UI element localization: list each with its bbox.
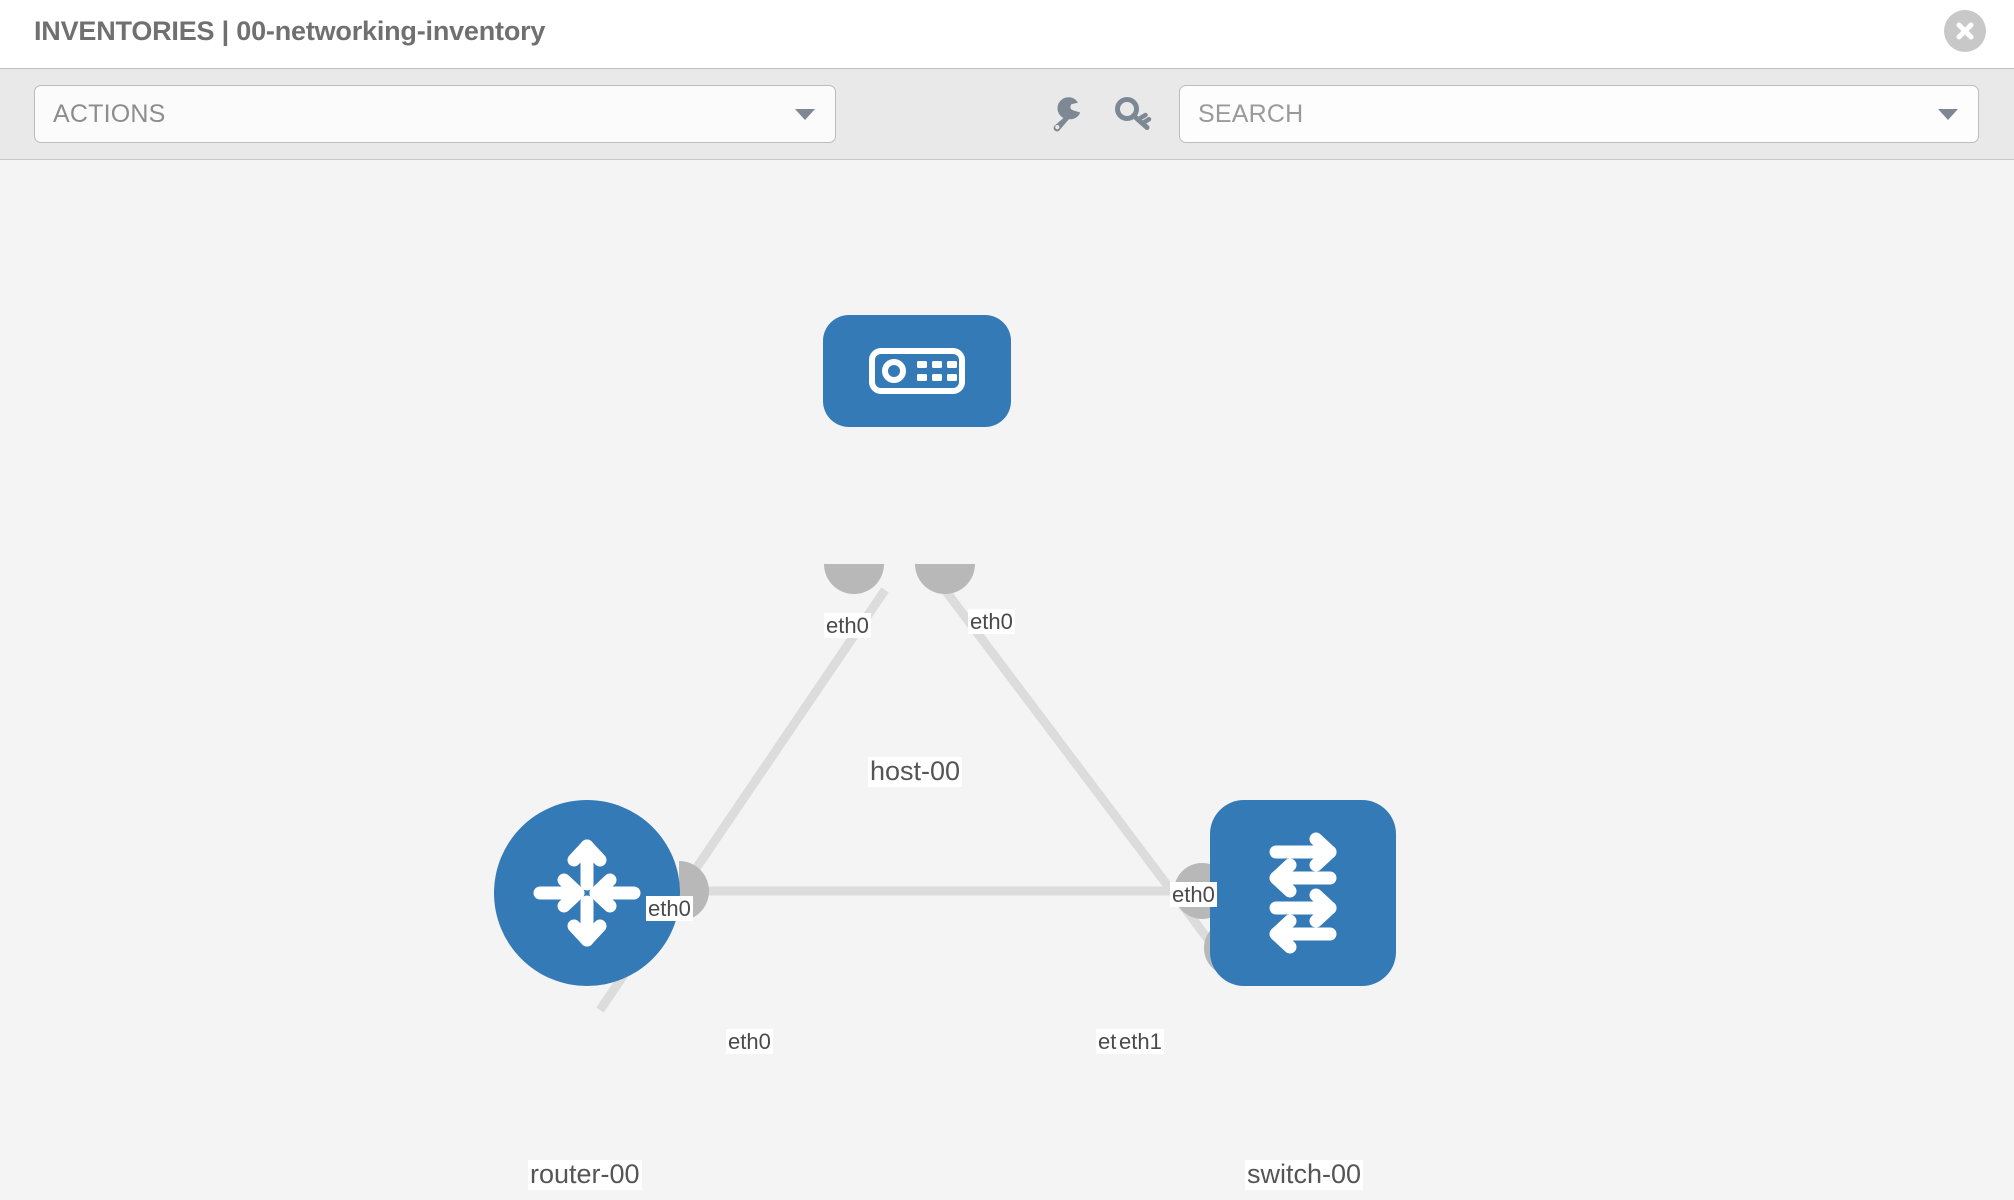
- node-host-00[interactable]: [823, 315, 1011, 427]
- router-arrows-icon: [533, 839, 641, 947]
- if-label-router00-up: eth0: [646, 896, 693, 922]
- search-placeholder: SEARCH: [1198, 100, 1304, 128]
- if-label-router00-right: eth0: [726, 1029, 773, 1055]
- actions-dropdown-label: ACTIONS: [53, 100, 166, 128]
- server-icon: [869, 348, 965, 394]
- if-label-host00-left: eth0: [824, 613, 871, 639]
- wrench-glyph: [1053, 97, 1081, 132]
- if-label-host00-right: eth0: [968, 609, 1015, 635]
- node-label-switch-00: switch-00: [1245, 1159, 1364, 1190]
- switch-00-shape: [1210, 800, 1396, 986]
- if-label-switch00-left-b: eth1: [1117, 1029, 1164, 1055]
- page-title: INVENTORIES | 00-networking-inventory: [34, 16, 546, 46]
- node-label-router-00: router-00: [528, 1159, 642, 1190]
- host-00-shape: [823, 315, 1011, 427]
- chevron-down-icon[interactable]: [1938, 109, 1958, 120]
- port-host00-left: [824, 564, 884, 594]
- port-host00-right: [915, 564, 975, 594]
- actions-dropdown[interactable]: ACTIONS: [34, 85, 836, 143]
- edge-host00-switch00: [941, 587, 1239, 978]
- chevron-down-icon: [795, 109, 815, 120]
- key-icon[interactable]: [1110, 91, 1156, 137]
- topology-canvas[interactable]: host-00: [0, 160, 2014, 1200]
- router-00-shape: [494, 800, 680, 986]
- toolbar: ACTIONS SEARCH: [0, 68, 2014, 160]
- page-header: INVENTORIES | 00-networking-inventory: [0, 0, 2014, 68]
- key-glyph: [1115, 97, 1152, 130]
- search-input[interactable]: SEARCH: [1179, 85, 1979, 143]
- node-switch-00[interactable]: [1210, 800, 1396, 986]
- close-button[interactable]: [1944, 10, 1986, 52]
- close-icon: [1956, 22, 1974, 40]
- switch-arrows-icon: [1269, 832, 1337, 954]
- wrench-icon[interactable]: [1043, 91, 1089, 137]
- if-label-switch00-up: eth0: [1170, 882, 1217, 908]
- node-router-00[interactable]: [494, 800, 680, 986]
- node-label-host-00: host-00: [868, 756, 963, 787]
